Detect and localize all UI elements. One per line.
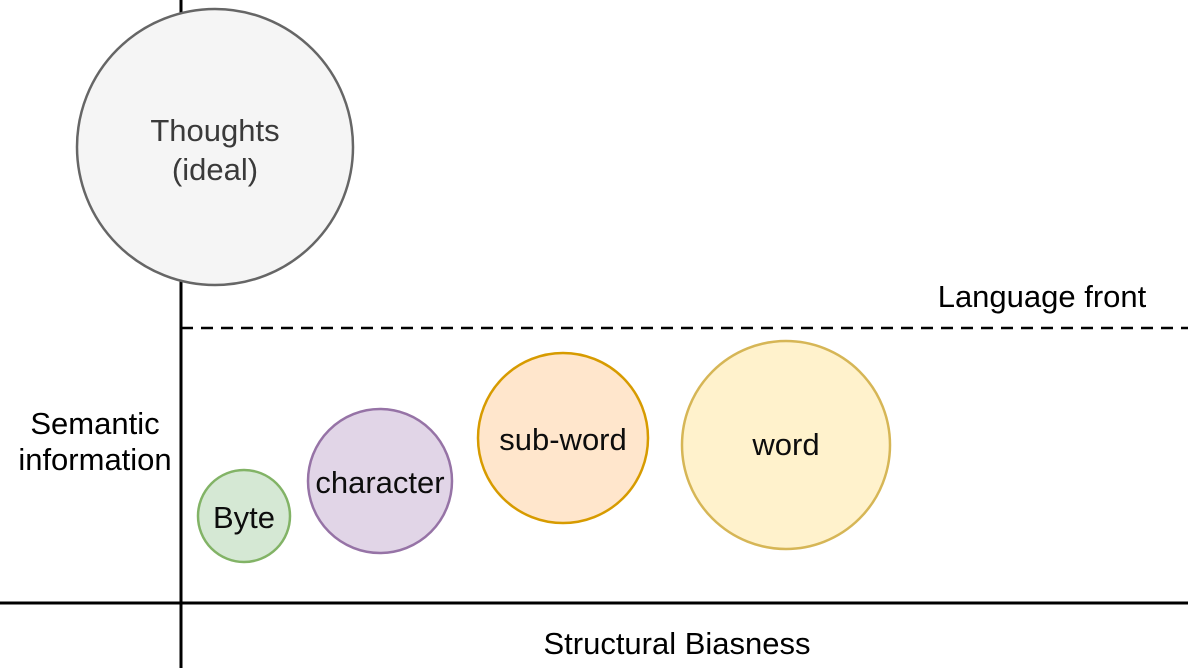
bubble-word-circle bbox=[680, 339, 892, 551]
bubble-thoughts-ideal-label-line2: (ideal) bbox=[172, 152, 258, 187]
bubble-byte: Byte bbox=[196, 468, 292, 564]
bubble-character-circle bbox=[306, 407, 454, 555]
bubble-character: character bbox=[306, 407, 454, 555]
y-axis-label-line1: Semantic bbox=[30, 406, 159, 441]
bubble-sub-word-label: sub-word bbox=[499, 422, 627, 457]
bubble-word: word bbox=[680, 339, 892, 551]
y-axis-label-line2: information bbox=[18, 442, 171, 477]
language-front-label: Language front bbox=[938, 279, 1147, 314]
bubble-sub-word-circle bbox=[476, 351, 650, 525]
y-axis-label: Semantic information bbox=[18, 406, 171, 477]
bubble-character-label: character bbox=[315, 465, 444, 500]
x-axis-label: Structural Biasness bbox=[543, 626, 810, 661]
bubble-thoughts-ideal-label-line1: Thoughts bbox=[150, 113, 279, 148]
bubble-byte-label: Byte bbox=[213, 500, 275, 535]
bubble-thoughts-ideal: Thoughts (ideal) bbox=[75, 7, 355, 287]
bubble-word-label: word bbox=[751, 427, 819, 462]
bubble-byte-circle bbox=[196, 468, 292, 564]
bubble-thoughts-ideal-circle bbox=[75, 7, 355, 287]
bubble-sub-word: sub-word bbox=[476, 351, 650, 525]
